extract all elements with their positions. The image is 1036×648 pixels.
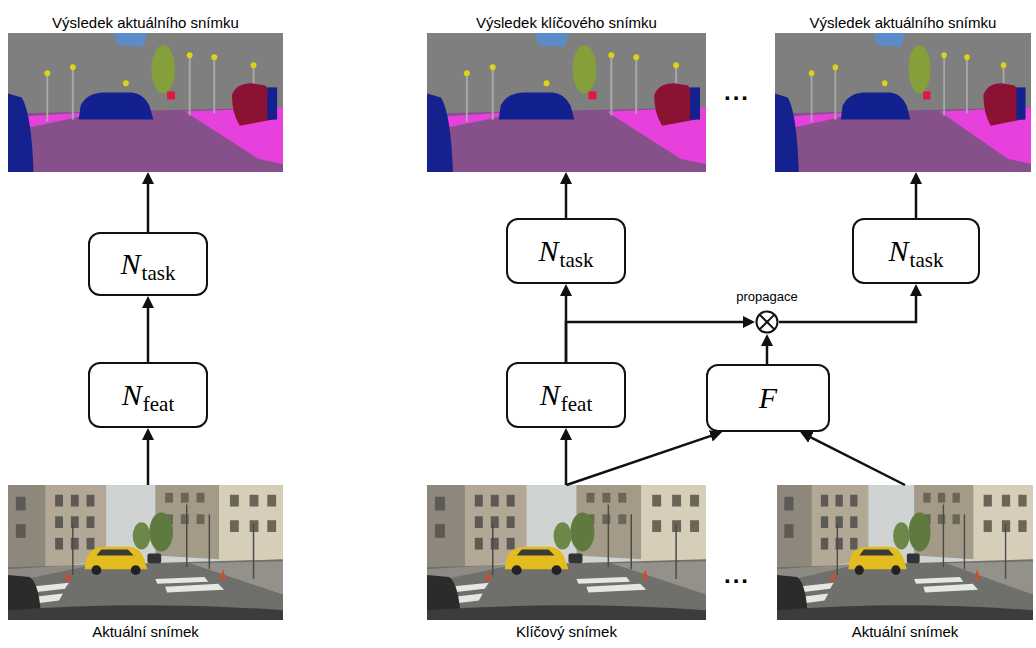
arrow-connector (567, 435, 715, 485)
video-frames (8, 485, 1033, 620)
symbol-text: N (540, 378, 560, 411)
network-box: Ntask (88, 232, 208, 296)
arrow-connector (565, 436, 568, 485)
symbol-text: N (539, 234, 559, 267)
image-caption: Aktuální snímek (777, 623, 1033, 640)
image-panel: Aktuální snímek (777, 485, 1033, 620)
arrow-connector (147, 436, 150, 485)
network-box: Nfeat (88, 362, 208, 428)
segmentation-images (8, 33, 1031, 172)
image-caption: Klíčový snímek (427, 623, 706, 640)
network-box: Ntask (852, 218, 980, 284)
operator-cross (760, 315, 775, 330)
symbol-text: N (121, 247, 141, 280)
street-photo (777, 485, 1033, 620)
math-label: Ntask (539, 236, 594, 266)
image-panel: Výsledek klíčového snímku (427, 33, 706, 172)
connector-group (148, 180, 916, 485)
symbol-text: N (889, 234, 909, 267)
arrow-connector (565, 180, 568, 218)
segmentation-image (775, 33, 1031, 172)
image-caption: Aktuální snímek (8, 623, 283, 640)
network-box: F (706, 364, 830, 432)
operator-symbol (755, 310, 779, 334)
arrow-connector (147, 180, 150, 232)
operator-circle: propagace (755, 310, 779, 334)
image-caption: Výsledek aktuálního snímku (775, 14, 1031, 31)
image-panel: Výsledek aktuálního snímku (8, 33, 283, 172)
math-label: F (759, 383, 777, 413)
network-box: Nfeat (506, 362, 626, 428)
ellipsis: ... (724, 80, 750, 104)
operator-cross (760, 315, 775, 330)
math-label: Ntask (121, 249, 176, 279)
arrow-connector (766, 342, 769, 364)
subscript-text: feat (143, 392, 174, 416)
network-box: Ntask (506, 218, 626, 284)
math-label: Nfeat (540, 380, 593, 410)
subscript-text: task (142, 261, 176, 285)
subscript-text: task (910, 248, 944, 272)
image-caption: Výsledek klíčového snímku (427, 14, 706, 31)
symbol-text: N (122, 378, 142, 411)
street-photo (427, 485, 706, 620)
arrow-connector (566, 322, 747, 362)
arrow-connector (915, 180, 918, 218)
ellipsis: ... (724, 563, 750, 587)
operator-label: propagace (736, 289, 797, 304)
operator-ring (757, 312, 778, 333)
subscript-text: feat (561, 392, 592, 416)
arrow-connector (807, 436, 905, 485)
math-label: Nfeat (122, 380, 175, 410)
image-panel: Klíčový snímek (427, 485, 706, 620)
segmentation-image (427, 33, 706, 172)
image-panel: Výsledek aktuálního snímku (775, 33, 1031, 172)
symbol-text: F (759, 381, 777, 414)
image-caption: Výsledek aktuálního snímku (8, 14, 283, 31)
arrow-connector (779, 292, 916, 322)
arrow-connector (147, 304, 150, 362)
segmentation-image (8, 33, 283, 172)
image-panel: Aktuální snímek (8, 485, 283, 620)
street-photo (8, 485, 283, 620)
subscript-text: task (560, 248, 594, 272)
math-label: Ntask (889, 236, 944, 266)
